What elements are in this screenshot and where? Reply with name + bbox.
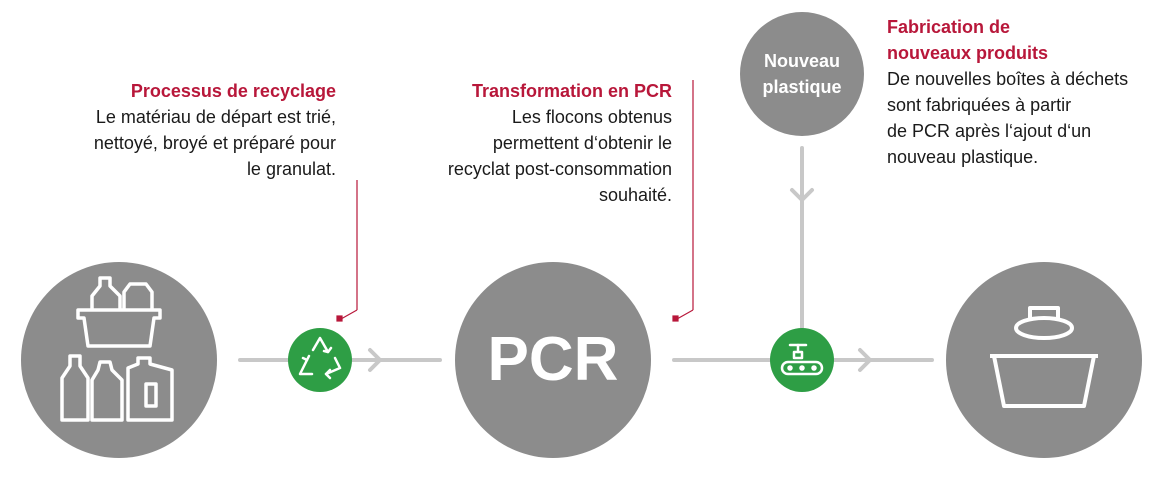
recycling-title: Processus de recyclage bbox=[130, 81, 336, 101]
pcr-transform-line: recyclat post-consommation bbox=[447, 159, 672, 179]
factory-step-circle bbox=[770, 328, 834, 392]
pcr-transform-line: permettent d‘obtenir le bbox=[492, 133, 672, 153]
pcr-transform-line: Les flocons obtenus bbox=[511, 107, 672, 127]
recycling-line: nettoyé, broyé et préparé pour bbox=[93, 133, 336, 153]
manufacturing-text: Fabrication de nouveaux produits De nouv… bbox=[887, 14, 1167, 170]
manufacturing-title-line: nouveaux produits bbox=[887, 43, 1049, 63]
waste-circle bbox=[21, 262, 217, 458]
pcr-transform-line: souhaité. bbox=[598, 185, 672, 205]
pcr-transform-text: Transformation en PCR Les flocons obtenu… bbox=[380, 78, 672, 208]
recycling-line: le granulat. bbox=[246, 159, 336, 179]
recycling-line: Le matériau de départ est trié, bbox=[95, 107, 336, 127]
new-plastic-label-line: plastique bbox=[762, 77, 842, 97]
manufacturing-line: De nouvelles boîtes à déchets bbox=[887, 69, 1129, 89]
manufacturing-line: nouveau plastique. bbox=[887, 147, 1039, 167]
recycle-step-circle bbox=[288, 328, 352, 392]
new-plastic-label: Nouveau plastique bbox=[740, 48, 864, 100]
bin-icon bbox=[990, 306, 1098, 408]
pcr-circle bbox=[455, 262, 651, 458]
manufacturing-line: sont fabriquées à partir bbox=[887, 95, 1072, 115]
product-circle bbox=[946, 262, 1142, 458]
new-plastic-circle bbox=[740, 12, 864, 136]
manufacturing-line: de PCR après l‘ajout d‘un bbox=[887, 121, 1092, 141]
waste-containers-icon bbox=[60, 276, 174, 422]
recycle-icon bbox=[298, 336, 342, 380]
conveyor-icon bbox=[780, 343, 824, 376]
pcr-transform-title: Transformation en PCR bbox=[471, 81, 672, 101]
recycling-text: Processus de recyclage Le matériau de dé… bbox=[40, 78, 336, 182]
leader-lines bbox=[336, 80, 694, 322]
pcr-label: PCR bbox=[487, 325, 619, 394]
manufacturing-title-line: Fabrication de bbox=[887, 17, 1011, 37]
new-plastic-label-line: Nouveau bbox=[763, 51, 841, 71]
